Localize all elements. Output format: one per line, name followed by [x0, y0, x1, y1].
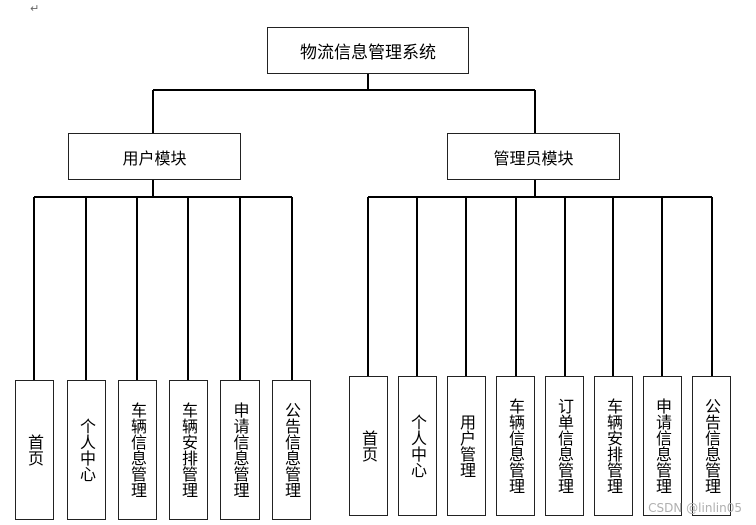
leaf-label: 车辆安排管理 — [604, 398, 623, 494]
root-node-label: 物流信息管理系统 — [300, 43, 436, 63]
leaf-node-admin-order-info: 订单信息管理 — [545, 376, 584, 516]
leaf-node-user-vehicle-info: 车辆信息管理 — [118, 380, 157, 520]
leaf-node-admin-application-info: 申请信息管理 — [643, 376, 682, 516]
leaf-label: 公告信息管理 — [282, 402, 301, 498]
leaf-label: 公告信息管理 — [702, 398, 721, 494]
leaf-label: 申请信息管理 — [230, 402, 250, 498]
leaf-label: 车辆信息管理 — [506, 398, 525, 494]
leaf-node-user-vehicle-schedule: 车辆安排管理 — [169, 380, 208, 520]
leaf-label: 订单信息管理 — [555, 398, 574, 494]
leaf-label: 用户管理 — [457, 414, 476, 478]
module-label-user: 用户模块 — [122, 148, 187, 168]
leaf-label: 首页 — [25, 434, 44, 466]
leaf-node-admin-home: 首页 — [349, 376, 388, 516]
paragraph-mark: ↵ — [30, 2, 40, 15]
leaf-label: 申请信息管理 — [653, 398, 672, 494]
leaf-label: 个人中心 — [77, 418, 96, 482]
leaf-node-user-personal-center: 个人中心 — [67, 380, 106, 520]
leaf-node-admin-notice-info: 公告信息管理 — [692, 376, 731, 516]
leaf-node-user-application-info: 申请信息管理 — [220, 380, 260, 520]
leaf-node-admin-user-management: 用户管理 — [447, 376, 486, 516]
leaf-node-user-home: 首页 — [15, 380, 54, 520]
csdn-watermark: CSDN @linlin05 — [648, 501, 742, 515]
module-node-user: 用户模块 — [68, 133, 241, 180]
leaf-label: 首页 — [359, 430, 378, 462]
module-node-admin: 管理员模块 — [447, 133, 620, 180]
leaf-node-admin-vehicle-schedule: 车辆安排管理 — [594, 376, 633, 516]
leaf-node-admin-personal-center: 个人中心 — [398, 376, 437, 516]
leaf-label: 个人中心 — [408, 414, 427, 478]
leaf-node-admin-vehicle-info: 车辆信息管理 — [496, 376, 535, 516]
leaf-node-user-notice-info: 公告信息管理 — [272, 380, 311, 520]
leaf-label: 车辆安排管理 — [179, 402, 198, 498]
leaf-label: 车辆信息管理 — [128, 402, 147, 498]
module-label-admin: 管理员模块 — [493, 148, 574, 168]
root-node-logistics-system: 物流信息管理系统 — [267, 27, 469, 74]
